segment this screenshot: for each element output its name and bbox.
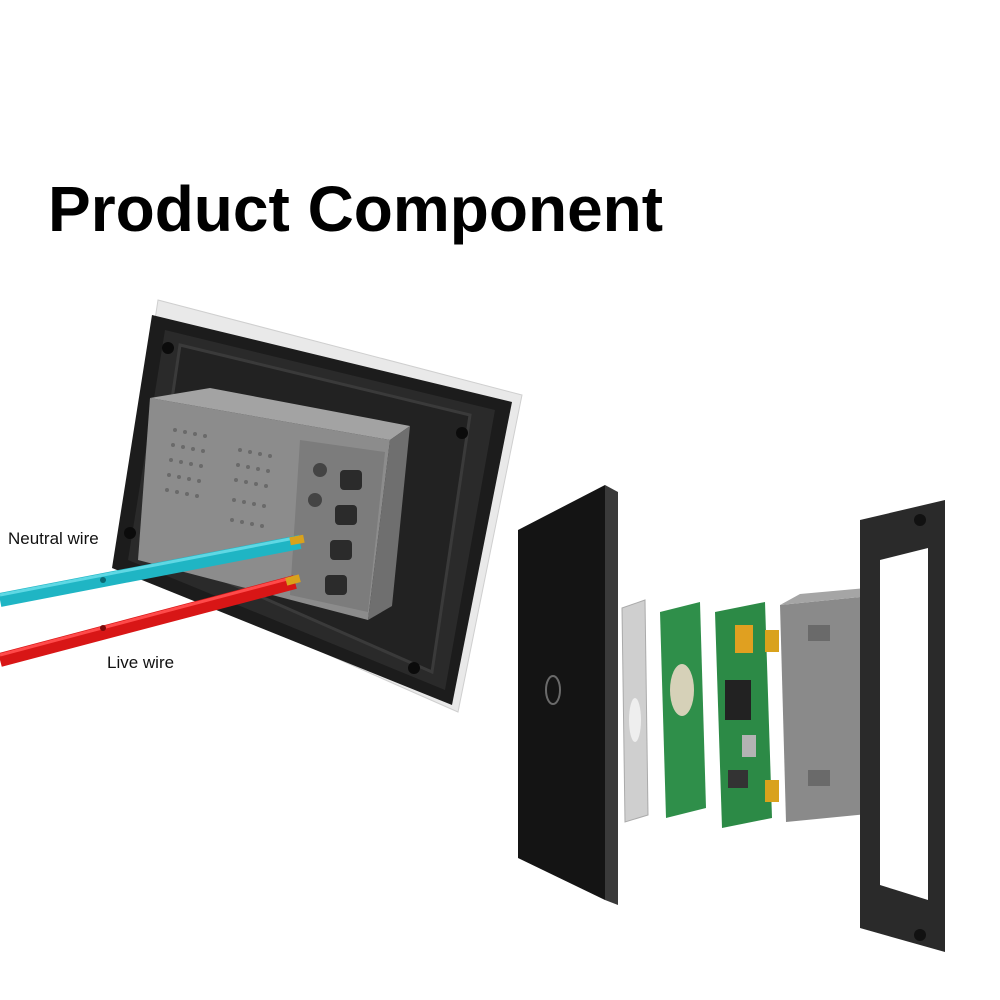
glass-panel: [518, 485, 605, 900]
neutral-wire-label: Neutral wire: [8, 529, 99, 548]
switch-back-assembly: [0, 299, 523, 713]
live-wire: [0, 575, 297, 667]
touch-button-icon: [545, 675, 561, 705]
page-title: Product Component: [48, 173, 664, 245]
neutral-wire: [0, 535, 302, 607]
live-wire-label: Live wire: [107, 653, 175, 672]
exploded-view: [518, 485, 945, 952]
